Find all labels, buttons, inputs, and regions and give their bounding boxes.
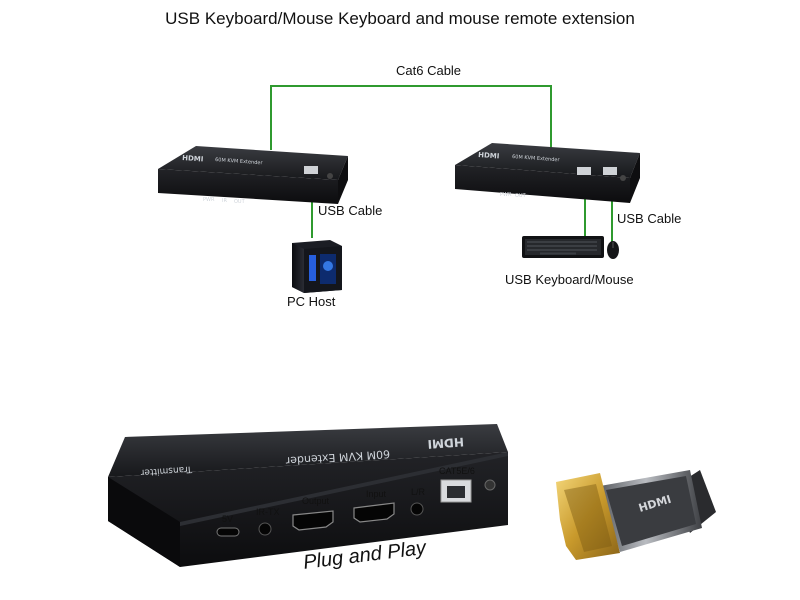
- port-label-lr: L/R: [411, 487, 426, 497]
- lr-audio-jack: [410, 502, 424, 516]
- mouse-image: [607, 241, 619, 259]
- pc-host-label: PC Host: [287, 294, 336, 309]
- left-usb-port: [304, 166, 318, 174]
- svg-text:HDMI: HDMI: [427, 435, 464, 452]
- cat6-cable-label: Cat6 Cable: [396, 63, 462, 78]
- port-label-irtx: IR-TX: [256, 507, 280, 517]
- svg-text:60M KVM Extender: 60M KVM Extender: [215, 157, 264, 166]
- svg-text:HDMI: HDMI: [478, 151, 500, 160]
- transmitter-device-closeup: HDMI 60M KVM Extender Transmitter: [108, 424, 508, 567]
- right-usb-cable-label: USB Cable: [617, 211, 682, 226]
- ir-tx-jack: [258, 522, 272, 536]
- right-mouse-port: [603, 167, 617, 175]
- keyboard-image: [522, 236, 604, 258]
- keyboard-mouse-label: USB Keyboard/Mouse: [505, 272, 634, 287]
- port-label-cat: CAT5E/6: [439, 466, 475, 476]
- left-usb-cable-label: USB Cable: [318, 203, 383, 218]
- hdmi-output-port: [292, 510, 334, 531]
- usb-c-power-port: [216, 527, 240, 537]
- svg-text:HDMI: HDMI: [182, 154, 204, 163]
- right-keyboard-port: [577, 167, 591, 175]
- port-label-output: Output: [302, 496, 330, 506]
- page-title: USB Keyboard/Mouse Keyboard and mouse re…: [165, 9, 635, 28]
- hdmi-connector-image: HDMI: [556, 470, 716, 560]
- port-label-5v: 5V: [222, 514, 234, 524]
- right-extender-unit: PWR OUT HDMI 60M KVM Extender: [455, 143, 640, 203]
- svg-text:IR: IR: [222, 198, 227, 204]
- cat6-cable: [270, 85, 552, 150]
- left-extender-unit: PWR IR OUT HDMI 60M KVM Extender: [158, 146, 348, 205]
- svg-text:60M KVM Extender: 60M KVM Extender: [512, 154, 561, 163]
- svg-text:PWR: PWR: [203, 197, 215, 203]
- port-label-input: Input: [366, 489, 387, 499]
- svg-text:PWR: PWR: [500, 192, 512, 198]
- hdmi-input-port: [353, 502, 395, 523]
- svg-text:Transmitter: Transmitter: [140, 463, 193, 477]
- svg-text:OUT: OUT: [234, 199, 246, 205]
- pc-tower-image: [292, 240, 342, 293]
- svg-text:OUT: OUT: [515, 193, 527, 199]
